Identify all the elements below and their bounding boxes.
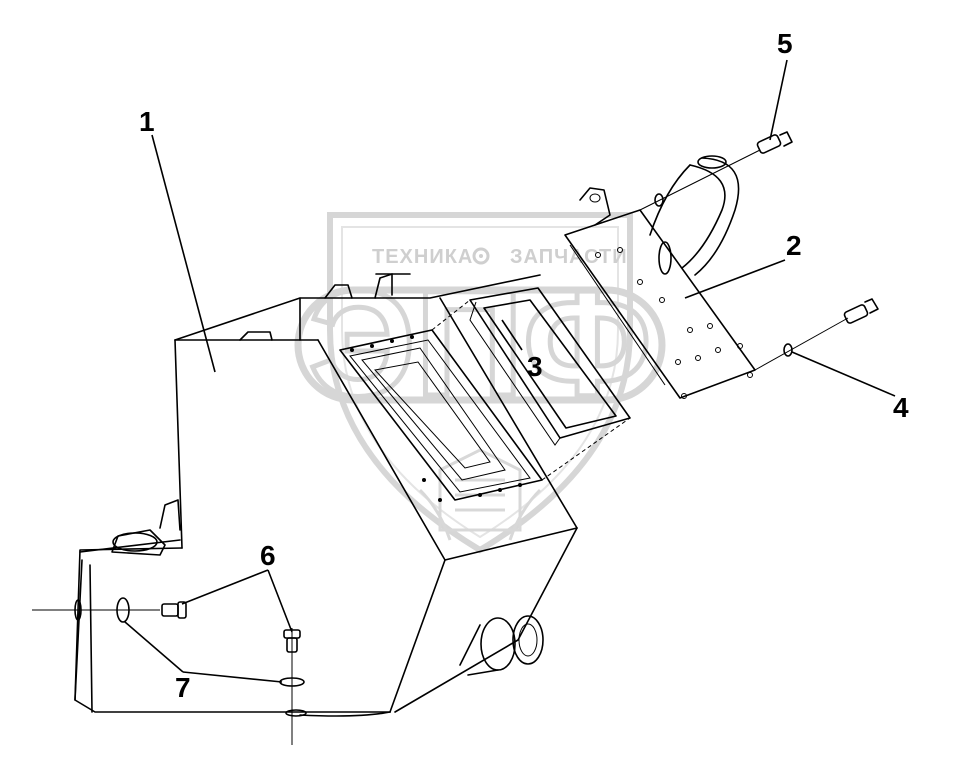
bolt-6-left-icon	[161, 601, 187, 619]
watermark-shield-inner	[341, 226, 619, 539]
callout-7: 7	[175, 672, 191, 703]
fasteners-right	[639, 131, 879, 371]
leader-lines	[124, 59, 896, 683]
watermark-text-left: ТЕХНИКА	[372, 246, 473, 268]
bolt-holes	[350, 335, 522, 502]
callout-3: 3	[527, 351, 543, 382]
callout-4: 4	[893, 392, 909, 423]
watermark-text-right: ЗАПЧАСТИ	[510, 246, 628, 268]
watermark-logo-letters: ЭПФ	[309, 259, 652, 427]
washer-5-icon	[654, 193, 664, 207]
callout-numbers: 1 2 3 4 5 6 7	[139, 28, 909, 703]
housing-part-1	[74, 273, 578, 717]
plate-bolt-holes	[595, 247, 753, 399]
watermark-logo-band	[294, 286, 666, 404]
washer-7-left-icon	[116, 597, 130, 623]
callout-6: 6	[260, 540, 276, 571]
callout-5: 5	[777, 28, 793, 59]
washer-4-icon	[783, 343, 793, 357]
fasteners-left	[32, 597, 305, 745]
bolt-5-icon	[756, 131, 793, 154]
gear-icon	[472, 247, 490, 265]
frame-part-3	[431, 287, 631, 481]
callout-2: 2	[786, 230, 802, 261]
callout-1: 1	[139, 106, 155, 137]
bolt-4-icon	[843, 298, 879, 324]
watermark: ТЕХНИКА ЗАПЧАСТИ ЭПФ	[294, 212, 666, 554]
